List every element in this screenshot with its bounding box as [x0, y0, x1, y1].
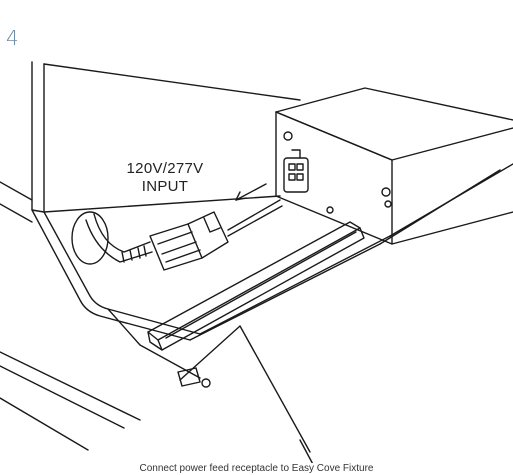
instruction-caption: Connect power feed receptacle to Easy Co… [0, 463, 513, 474]
callout-voltage: 120V/277V [126, 160, 204, 177]
insert-arrow [235, 183, 267, 201]
driver-box [275, 87, 513, 245]
box-connector [283, 149, 309, 193]
input-callout: 120V/277V INPUT [110, 160, 220, 196]
housing-tray [31, 163, 513, 379]
callout-input: INPUT [141, 178, 189, 195]
housing-left-wall [0, 61, 301, 223]
power-plug [149, 199, 283, 271]
power-feed-cable [71, 211, 153, 265]
step-number: 4 [6, 26, 19, 50]
mounting-rail [147, 221, 365, 351]
